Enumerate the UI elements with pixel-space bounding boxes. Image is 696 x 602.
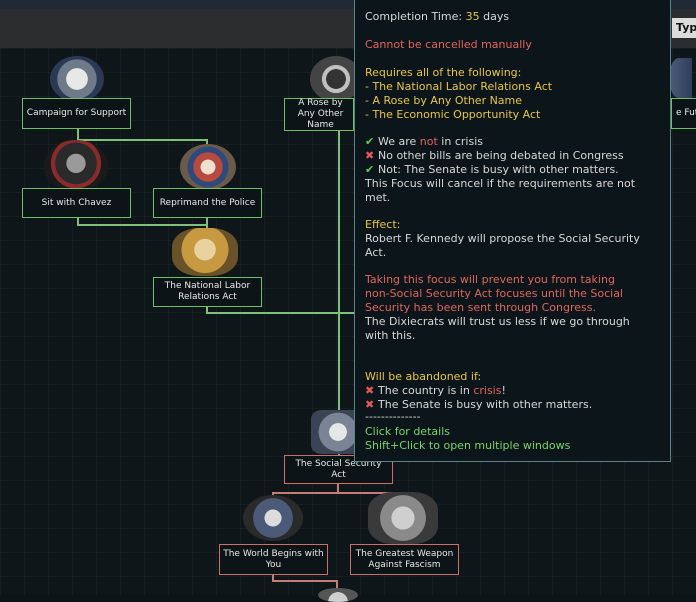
focus-social-security-act[interactable]: The Social Security Act xyxy=(284,455,393,484)
focus-campaign-for-support[interactable]: Campaign for Support xyxy=(22,98,131,129)
cancel-note: This Focus will cancel if the requiremen… xyxy=(365,177,636,190)
portrait-icon xyxy=(44,140,108,192)
shift-click-hint: Shift+Click to open multiple windows xyxy=(365,439,571,452)
requirement-item: - A Rose by Any Other Name xyxy=(365,94,523,107)
focus-world-begins-with-you[interactable]: The World Begins with You xyxy=(219,544,328,575)
abandon-row: ✖The country is in crisis! xyxy=(365,384,506,397)
connector-line xyxy=(337,483,339,493)
focus-greatest-weapon-against-fascism[interactable]: The Greatest Weapon Against Fascism xyxy=(350,544,459,575)
requirement-item: - The National Labor Relations Act xyxy=(365,80,553,93)
divider: -------------- xyxy=(365,410,421,423)
warning-text: Taking this focus will prevent you from … xyxy=(365,273,615,286)
effect-text: Act. xyxy=(365,246,387,259)
warning-text: non-Social Security Act focuses until th… xyxy=(365,287,623,300)
click-details-hint: Click for details xyxy=(365,425,450,438)
connector-line xyxy=(272,574,274,582)
cross-icon: ✖ xyxy=(365,149,375,162)
check-icon: ✔ xyxy=(365,135,375,148)
focus-a-rose-by-any-other-name[interactable]: A Rose by Any Other Name xyxy=(284,98,354,131)
abandon-row: ✖The Senate is busy with other matters. xyxy=(365,398,593,411)
dixiecrats-text: with this. xyxy=(365,329,416,342)
warning-text: Security has been sent through Congress. xyxy=(365,301,596,314)
eagle-icon xyxy=(172,228,238,276)
partial-right-icon xyxy=(670,58,692,98)
condition-row: ✔Not: The Senate is busy with other matt… xyxy=(365,163,619,176)
cannot-cancel-text: Cannot be cancelled manually xyxy=(365,38,532,51)
connector-line xyxy=(206,306,208,314)
flag-shield-icon xyxy=(180,144,236,190)
fist-icon xyxy=(310,56,362,102)
connector-line xyxy=(206,217,208,225)
connector-line xyxy=(272,580,338,582)
requires-header: Requires all of the following: xyxy=(365,66,522,79)
abandon-header: Will be abandoned if: xyxy=(365,370,482,383)
effect-text: Robert F. Kennedy will propose the Socia… xyxy=(365,232,640,245)
weapon-eagle-icon xyxy=(368,492,438,544)
completion-time: Completion Time: 35 days xyxy=(365,10,510,23)
focus-tooltip: Completion Time: 35 days Cannot be cance… xyxy=(354,0,671,462)
partial-icon xyxy=(318,588,358,602)
connector-line xyxy=(77,128,79,140)
condition-row: ✔We are not in crisis xyxy=(365,135,483,148)
requirement-item: - The Economic Opportunity Act xyxy=(365,108,541,121)
connector-line xyxy=(206,312,354,314)
connector-line xyxy=(77,139,208,141)
dixiecrats-text: The Dixiecrats will trust us less if we … xyxy=(365,315,630,328)
focus-future-partial[interactable]: e Fut xyxy=(671,98,696,129)
focus-reprimand-the-police[interactable]: Reprimand the Police xyxy=(153,188,262,218)
connector-line xyxy=(338,130,340,412)
connector-line xyxy=(77,217,79,225)
focus-national-labor-relations-act[interactable]: The National Labor Relations Act xyxy=(153,277,262,307)
cross-icon: ✖ xyxy=(365,384,375,397)
connector-line xyxy=(77,224,208,226)
cross-icon: ✖ xyxy=(365,398,375,411)
focus-sit-with-chavez[interactable]: Sit with Chavez xyxy=(22,188,131,218)
check-icon: ✔ xyxy=(365,163,375,176)
type-button[interactable]: Typ xyxy=(672,18,696,38)
condition-row: ✖No other bills are being debated in Con… xyxy=(365,149,624,162)
megaphone-icon xyxy=(50,56,104,102)
effect-header: Effect: xyxy=(365,218,401,231)
cancel-note: met. xyxy=(365,191,391,204)
top-strip xyxy=(0,0,696,9)
connector-line xyxy=(336,580,338,595)
connector-line xyxy=(272,492,404,494)
globe-icon xyxy=(243,495,303,541)
